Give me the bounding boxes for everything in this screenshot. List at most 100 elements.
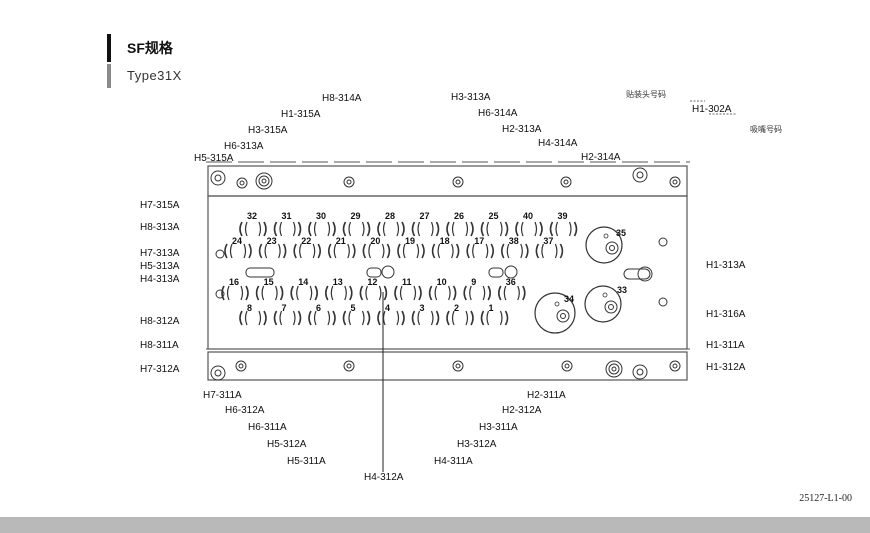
label-right: H1-312A	[706, 362, 746, 373]
nozzle-slot: 24	[224, 236, 252, 259]
label-top: H6-314A	[478, 108, 518, 119]
subtitle-accent-bar	[107, 64, 111, 88]
slot-number: 34	[564, 294, 574, 304]
label-bottom: H4-312A	[364, 472, 404, 483]
title-accent-bar	[107, 34, 111, 62]
label-top: H4-314A	[538, 138, 578, 149]
slot-number: 10	[437, 277, 447, 287]
label-left: H8-311A	[140, 340, 179, 351]
nozzle-slot: 26	[446, 211, 474, 237]
label-left: H8-313A	[140, 222, 180, 233]
slot-number: 31	[282, 211, 292, 221]
label-bottom: H4-311A	[434, 456, 473, 467]
nozzle-slot: 7	[273, 303, 302, 326]
label-bottom: H3-311A	[479, 422, 518, 433]
slot-number: 25	[489, 211, 499, 221]
bottom-plate	[207, 351, 688, 381]
slot-number: 20	[370, 236, 380, 246]
nozzle-slot: 18	[431, 236, 460, 259]
slot-number: 14	[298, 277, 308, 287]
nozzle-slot: 20	[362, 236, 391, 259]
slot-number: 1	[489, 303, 494, 313]
label-top: H2-313A	[502, 124, 542, 135]
nozzle-slot: 1	[480, 303, 509, 326]
top-screws	[210, 167, 681, 190]
slot-number: 19	[405, 236, 415, 246]
nozzle-slot: 12	[359, 277, 388, 301]
page-title: SF规格	[127, 40, 173, 56]
slot-number: 35	[616, 228, 626, 238]
label-left: H8-312A	[140, 316, 180, 327]
large-nozzle-slots: 35 34 33	[534, 226, 627, 334]
slot-number: 4	[385, 303, 390, 313]
slot-number: 37	[543, 236, 553, 246]
label-top: H6-313A	[224, 141, 264, 152]
label-top: H2-314A	[581, 152, 621, 163]
slot-number: 33	[617, 285, 627, 295]
side-holes	[215, 237, 668, 307]
nozzle-slot: 31	[273, 211, 302, 237]
label-bottom: H5-312A	[267, 439, 307, 450]
slot-number: 3	[420, 303, 425, 313]
large-nozzle-slot: 33	[584, 285, 627, 323]
large-nozzle-slot: 35	[585, 226, 626, 264]
label-right: H1-313A	[706, 260, 746, 271]
label-left: H7-315A	[140, 200, 180, 211]
slot-number: 36	[506, 277, 516, 287]
slot-number: 28	[385, 211, 395, 221]
nozzle-slot: 6	[308, 303, 336, 326]
nozzle-slot: 2	[446, 303, 474, 326]
nozzle-slot: 15	[255, 277, 284, 301]
drawing-code: 25127-L1-00	[799, 493, 852, 504]
slot-number: 22	[301, 236, 311, 246]
label-left: H5-313A	[140, 261, 180, 272]
nozzle-slot: 23	[258, 236, 287, 259]
slot-number: 23	[267, 236, 277, 246]
label-left: H7-313A	[140, 248, 180, 259]
nozzle-slot: 17	[466, 236, 494, 259]
slot-number: 38	[509, 236, 519, 246]
slot-number: 26	[454, 211, 464, 221]
top-plate	[207, 165, 688, 197]
label-bottom: H6-312A	[225, 405, 265, 416]
slot-number: 15	[264, 277, 274, 287]
slot-number: 18	[440, 236, 450, 246]
nozzle-slot: 5	[342, 303, 371, 326]
slot-number: 12	[367, 277, 377, 287]
label-bottom: H3-312A	[457, 439, 497, 450]
nozzle-slot: 11	[394, 277, 422, 301]
label-top: H3-313A	[451, 92, 491, 103]
slot-number: 13	[333, 277, 343, 287]
nozzle-slot: 10	[428, 277, 457, 301]
label-bottom: H2-312A	[502, 405, 542, 416]
slot-number: 40	[523, 211, 533, 221]
clamp-fixtures	[245, 265, 653, 282]
nozzle-slot: 29	[342, 211, 371, 237]
slot-number: 39	[558, 211, 568, 221]
slot-number: 5	[351, 303, 356, 313]
label-bottom: H2-311A	[527, 390, 566, 401]
nozzle-slot: 21	[328, 236, 356, 259]
slot-number: 16	[229, 277, 239, 287]
label-right: H1-311A	[706, 340, 745, 351]
slot-number: 9	[471, 277, 476, 287]
label-top: H1-315A	[281, 109, 321, 120]
nozzle-slot: 22	[293, 236, 321, 259]
nozzle-slot: 4	[377, 303, 405, 326]
slot-number: 30	[316, 211, 326, 221]
slot-number: 24	[232, 236, 242, 246]
nozzle-slot: 3	[411, 303, 440, 326]
page-subtitle: Type31X	[127, 68, 182, 83]
slot-number: 8	[247, 303, 252, 313]
legend-nozzle-head: 贴装头号码	[626, 90, 666, 99]
label-right: H1-316A	[706, 309, 746, 320]
main-body	[207, 195, 688, 350]
nozzle-slot: 30	[308, 211, 336, 237]
nozzle-slot: 19	[397, 236, 425, 259]
label-bottom: H6-311A	[248, 422, 287, 433]
nozzle-slot: 32	[239, 211, 267, 237]
slot-number: 27	[420, 211, 430, 221]
slot-number: 2	[454, 303, 459, 313]
label-bottom: H5-311A	[287, 456, 326, 467]
